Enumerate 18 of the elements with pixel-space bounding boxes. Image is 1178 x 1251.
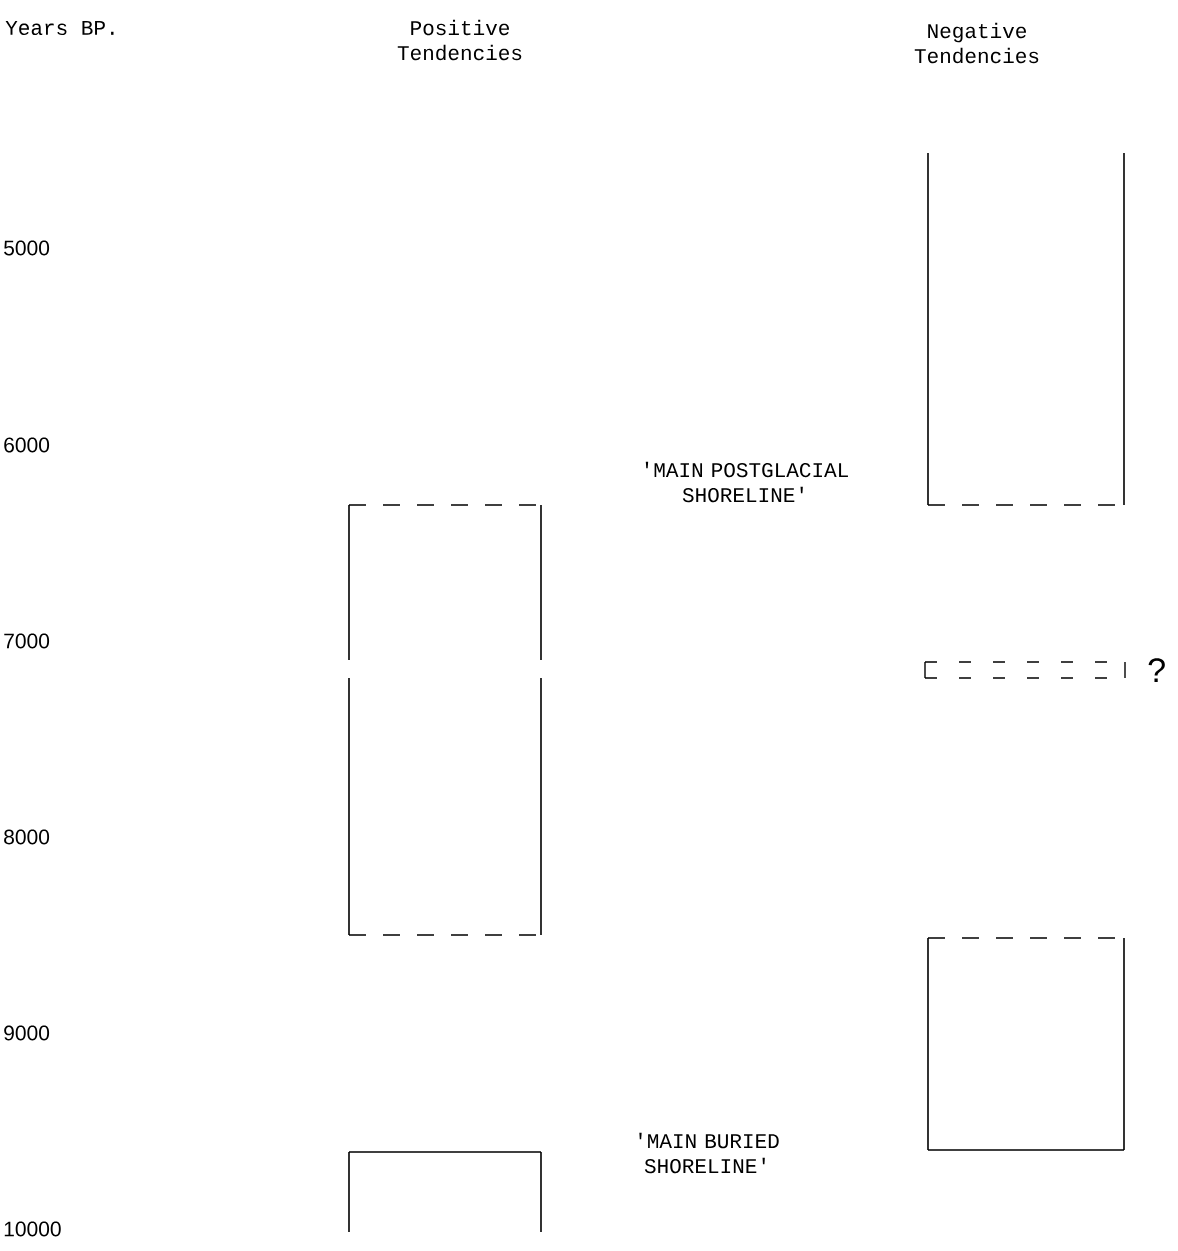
range-bar: [927, 152, 1125, 506]
range-bar: [927, 937, 1125, 1151]
shoreline-label: 'MAIN POSTGLACIAL SHORELINE': [645, 461, 848, 503]
range-bar: [348, 504, 542, 661]
range-bar: [348, 677, 542, 936]
year-label: 10000: [4, 1221, 61, 1237]
column-heading: Positive Tendencies: [397, 19, 522, 61]
year-label: 5000: [4, 240, 50, 256]
year-label: 7000: [4, 633, 50, 649]
range-bar: [924, 661, 1126, 679]
column-heading: Negative Tendencies: [914, 22, 1039, 64]
question-mark: ?: [1148, 658, 1165, 682]
year-label: 8000: [4, 829, 50, 845]
shoreline-label: 'MAIN BURIED SHORELINE': [639, 1132, 779, 1174]
year-label: 9000: [4, 1025, 50, 1041]
year-label: 6000: [4, 437, 50, 453]
range-bar: [348, 1151, 542, 1233]
axis-title: Years BP.: [5, 21, 114, 36]
